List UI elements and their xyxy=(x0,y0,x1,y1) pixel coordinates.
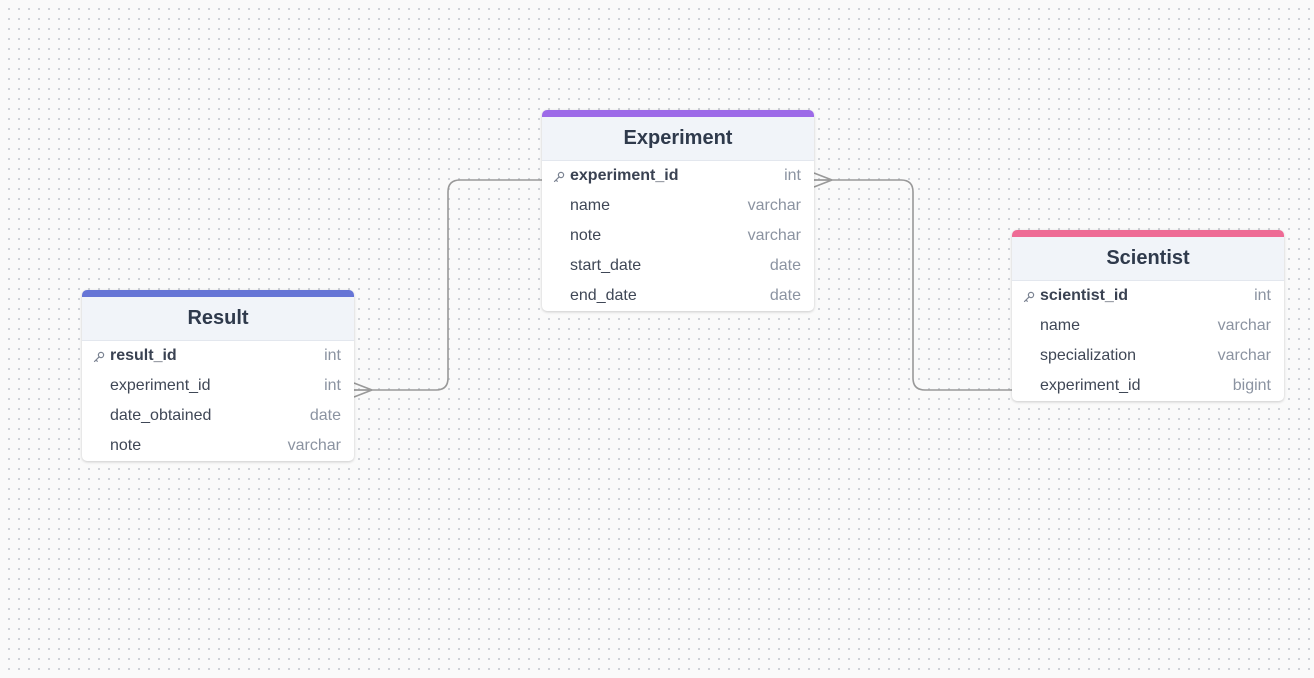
field-name: experiment_id xyxy=(570,167,679,184)
field-row[interactable]: result_id int xyxy=(82,341,354,371)
field-type: int xyxy=(784,167,801,184)
field-row[interactable]: name varchar xyxy=(1012,311,1284,341)
field-name: experiment_id xyxy=(1040,377,1141,394)
field-type: varchar xyxy=(747,197,801,214)
field-name: name xyxy=(1040,317,1081,334)
crowfoot-marker-experiment xyxy=(813,172,833,188)
table-accent-bar xyxy=(1012,230,1284,237)
field-list: experiment_id int name varchar note varchar st… xyxy=(542,161,814,311)
crowfoot-marker-result xyxy=(353,382,373,398)
key-icon xyxy=(93,350,105,363)
field-name: date_obtained xyxy=(110,407,212,424)
field-name: result_id xyxy=(110,347,177,364)
field-type: date xyxy=(769,287,801,304)
field-name: experiment_id xyxy=(110,377,211,394)
field-row[interactable]: experiment_id int xyxy=(82,371,354,401)
field-type: date xyxy=(309,407,341,424)
field-row[interactable]: start_date date xyxy=(542,251,814,281)
relationship-edge-scientist-experiment[interactable] xyxy=(814,179,1012,391)
field-name: name xyxy=(570,197,611,214)
table-title: Scientist xyxy=(1106,247,1190,269)
table-header[interactable]: Scientist xyxy=(1012,237,1284,281)
field-name: end_date xyxy=(570,287,637,304)
field-name: scientist_id xyxy=(1040,287,1129,304)
field-type: date xyxy=(769,257,801,274)
field-type: varchar xyxy=(747,227,801,244)
field-row[interactable]: note varchar xyxy=(82,431,354,461)
relationship-edge-experiment-result[interactable] xyxy=(354,179,542,391)
field-type: int xyxy=(324,347,341,364)
field-row[interactable]: note varchar xyxy=(542,221,814,251)
field-type: int xyxy=(324,377,341,394)
field-type: int xyxy=(1254,287,1271,304)
field-row[interactable]: specialization varchar xyxy=(1012,341,1284,371)
table-header[interactable]: Result xyxy=(82,297,354,341)
field-type: varchar xyxy=(1217,317,1271,334)
table-accent-bar xyxy=(82,290,354,297)
table-accent-bar xyxy=(542,110,814,117)
field-row[interactable]: scientist_id int xyxy=(1012,281,1284,311)
field-type: varchar xyxy=(287,437,341,454)
table-title: Result xyxy=(187,307,249,329)
field-row[interactable]: date_obtained date xyxy=(82,401,354,431)
field-name: note xyxy=(110,437,142,454)
field-row[interactable]: name varchar xyxy=(542,191,814,221)
field-name: specialization xyxy=(1040,347,1137,364)
table-header[interactable]: Experiment xyxy=(542,117,814,161)
field-name: start_date xyxy=(570,257,642,274)
field-row[interactable]: experiment_id int xyxy=(542,161,814,191)
field-name: note xyxy=(570,227,602,244)
field-row[interactable]: end_date date xyxy=(542,281,814,311)
table-title: Experiment xyxy=(623,127,733,149)
field-row[interactable]: experiment_id bigint xyxy=(1012,371,1284,401)
key-icon xyxy=(1023,290,1035,303)
field-type: bigint xyxy=(1232,377,1271,394)
key-icon xyxy=(553,170,565,183)
field-type: varchar xyxy=(1217,347,1271,364)
